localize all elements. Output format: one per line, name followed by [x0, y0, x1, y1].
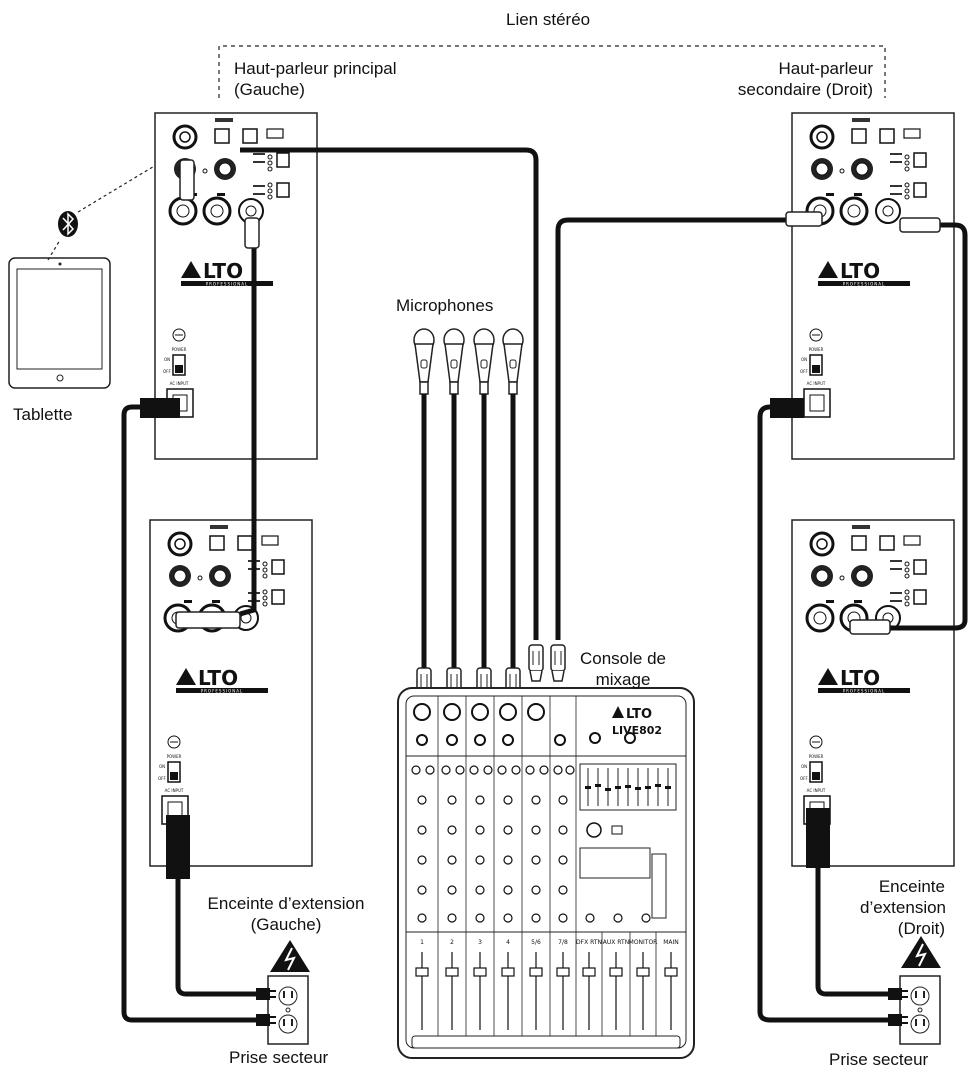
bluetooth-link-line — [47, 239, 61, 261]
mixer-ch-3: 3 — [478, 939, 482, 946]
microphone-2 — [443, 328, 465, 395]
svg-text:LIVE802: LIVE802 — [612, 724, 662, 737]
xlr-plug-ext-right — [849, 619, 891, 635]
microphones-label: Microphones — [396, 296, 494, 315]
high-voltage-warning-icon — [901, 936, 941, 968]
secondary-speaker-label: Haut-parleur secondaire (Droit) — [737, 59, 873, 99]
mixer-ch-1: 1 — [420, 939, 424, 946]
mixer-label: Console de mixage — [579, 649, 666, 689]
outlet-left — [267, 975, 309, 1045]
bluetooth-icon — [58, 211, 78, 237]
mixer-ch-2: 2 — [450, 939, 454, 946]
ext-speaker-left-label: Enceinte d’extension (Gauche) — [207, 894, 365, 934]
mixer-ch-56: 5/6 — [531, 939, 541, 946]
mixer-monitor: MONITOR — [629, 939, 658, 946]
tablet-label: Tablette — [13, 405, 73, 424]
ext-speaker-left-panel — [148, 518, 314, 868]
stereo-link-label: Lien stéréo — [506, 10, 591, 29]
iec-plug-main-right — [770, 398, 804, 418]
high-voltage-warning-icon — [270, 940, 310, 972]
main-speaker-label: Haut-parleur principal (Gauche) — [234, 59, 397, 99]
microphone-4 — [502, 328, 524, 395]
mixer-dfx-rtn: DFX RTN — [576, 939, 602, 946]
outlet-left-label: Prise secteur — [229, 1048, 329, 1067]
secondary-speaker-right-panel — [790, 111, 956, 461]
mixer-ch-4: 4 — [506, 939, 510, 946]
iec-plug-main-left — [140, 398, 180, 418]
mixer-main: MAIN — [663, 939, 679, 946]
microphone-3 — [473, 328, 495, 395]
outlet-right — [899, 975, 941, 1045]
tablet — [8, 257, 111, 389]
xlr-plug-main-right — [785, 211, 941, 233]
ext-speaker-right-label: Enceinte d’extension (Droit) — [860, 877, 947, 938]
cables — [121, 147, 968, 1023]
microphone-1 — [413, 328, 435, 395]
iec-plug-ext-right — [806, 808, 830, 868]
mixer-aux-rtn: AUX RTN — [603, 939, 629, 946]
svg-text:LTO: LTO — [626, 707, 652, 722]
mixer: LTO LIVE802 — [397, 687, 695, 1059]
iec-plug-ext-left — [166, 815, 190, 879]
outlet-right-label: Prise secteur — [829, 1050, 929, 1069]
xlr-plug-ext-left — [175, 611, 241, 629]
stereo-link-line — [218, 45, 886, 98]
mixer-ch-78: 7/8 — [558, 939, 568, 946]
xlr-plug-main-left — [179, 159, 260, 249]
